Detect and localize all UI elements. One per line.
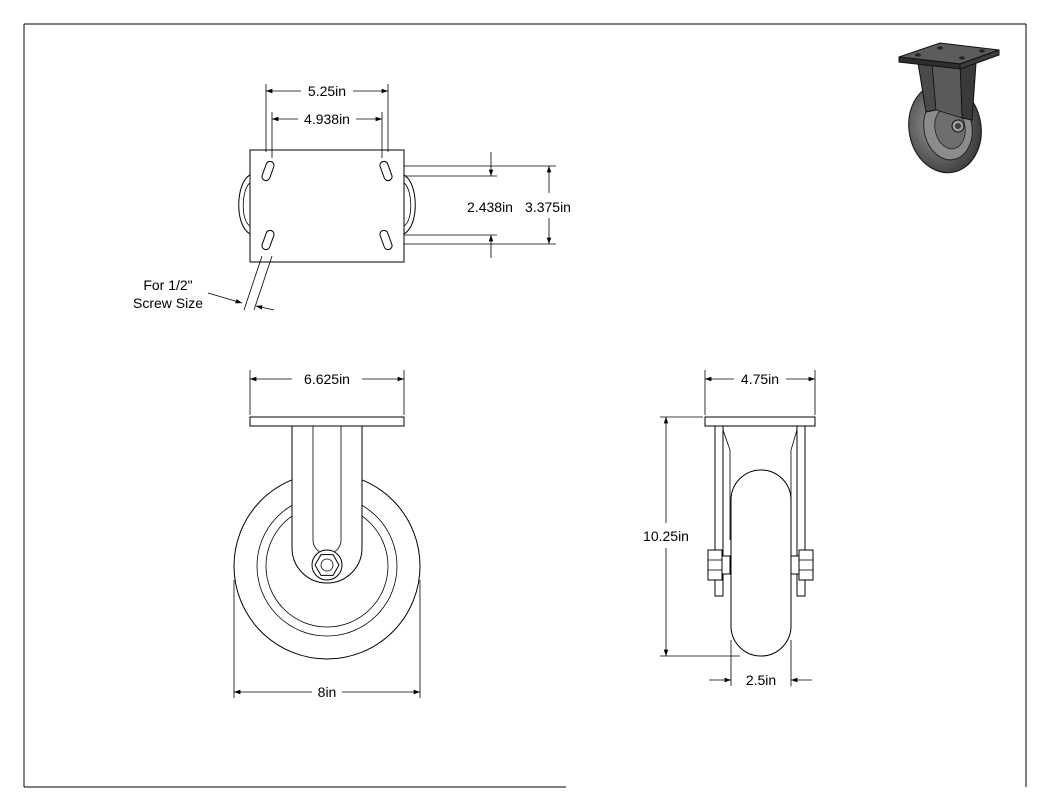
dim-front-wheel-diameter: 8in (318, 684, 337, 700)
dim-side-plate-width: 4.75in (741, 371, 779, 387)
dim-front-plate-width: 6.625in (304, 371, 350, 387)
mount-slot (379, 160, 393, 182)
dim-top-inner-height: 2.438in (467, 199, 513, 215)
caster-isometric-thumbnail (898, 42, 1000, 174)
front-top-plate (249, 416, 405, 427)
side-axle-nut-left (707, 549, 723, 581)
side-wheel (730, 469, 792, 657)
side-top-plate (704, 416, 816, 427)
screw-note-line2: Screw Size (133, 295, 203, 311)
dim-top-inner-width: 4.938in (304, 111, 350, 127)
mount-slot (261, 229, 275, 251)
screw-note-line1: For 1/2" (143, 277, 192, 293)
mount-slot (379, 229, 393, 251)
side-axle-nut-right (798, 549, 814, 581)
top-view: 5.25in 4.938in 2.438in 3.375in For 1/2" … (133, 83, 571, 311)
dim-side-overall-height: 10.25in (643, 528, 689, 544)
dim-top-outer-height: 3.375in (525, 199, 571, 215)
top-view-wheel-left (238, 174, 251, 235)
sheet-border (23, 23, 1027, 788)
mount-slot (261, 160, 275, 182)
axle-nut (314, 554, 340, 576)
top-plate (249, 149, 405, 263)
dim-top-outer-width: 5.25in (308, 83, 346, 99)
dim-side-wheel-width: 2.5in (746, 672, 776, 688)
front-fork (291, 425, 363, 584)
side-view: 4.75in 10.25in 2.5in (643, 370, 816, 688)
top-view-wheel-right (403, 174, 416, 235)
front-view: 6.625in 8in (233, 370, 421, 700)
